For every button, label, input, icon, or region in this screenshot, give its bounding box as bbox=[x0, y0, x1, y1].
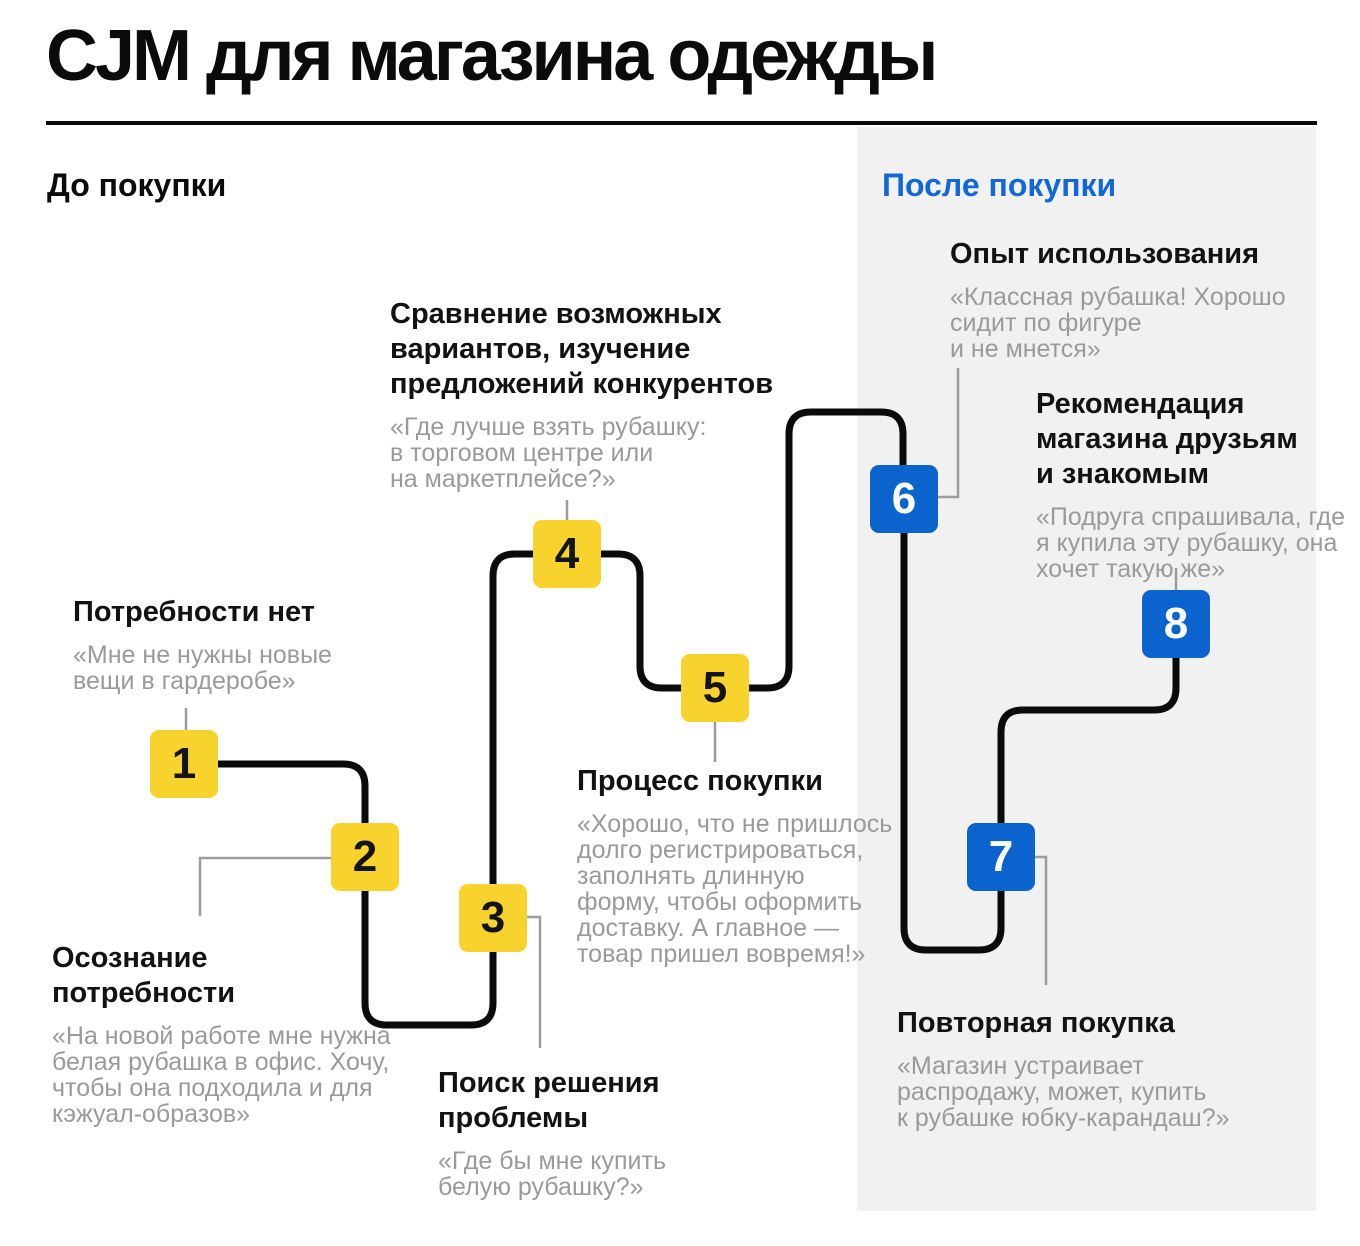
step-2-label-block: Осознание потребности «На новой работе м… bbox=[52, 941, 391, 1127]
step-number-4: 4 bbox=[554, 529, 580, 578]
step-number-2: 2 bbox=[352, 832, 378, 881]
step-7-title: Повторная покупка bbox=[897, 1007, 1175, 1039]
step-marker-6: 6 bbox=[870, 465, 938, 533]
step-2-title: Осознание потребности bbox=[52, 942, 236, 1009]
after-purchase-panel bbox=[857, 127, 1316, 1211]
step-marker-3: 3 bbox=[459, 884, 527, 952]
step-number-8: 8 bbox=[1163, 599, 1189, 648]
step-4-label-block: Сравнение возможных вариантов, изучение … bbox=[390, 297, 773, 492]
step-4-title: Сравнение возможных вариантов, изучение … bbox=[390, 298, 774, 400]
path-step7-to-step8 bbox=[997, 657, 1180, 824]
step-1-title: Потребности нет bbox=[73, 596, 315, 628]
step-number-7: 7 bbox=[988, 832, 1014, 881]
step-3-title: Поиск решения проблемы bbox=[438, 1067, 660, 1134]
step-number-1: 1 bbox=[171, 739, 197, 788]
path-step4-to-step5 bbox=[600, 550, 682, 692]
step-marker-7: 7 bbox=[967, 823, 1035, 891]
step-5-label-block: Процесс покупки «Хорошо, что не пришлось… bbox=[577, 764, 892, 967]
step-6-quote: «Классная рубашка! Хорошо сидит по фигур… bbox=[950, 283, 1286, 363]
section-label-before-purchase: До покупки bbox=[47, 167, 227, 203]
step-7-quote: «Магазин устраивает распродажу, может, к… bbox=[897, 1052, 1230, 1132]
connector-step2-label bbox=[198, 856, 333, 916]
path-step2-to-step3 bbox=[361, 891, 497, 1029]
step-number-6: 6 bbox=[891, 474, 917, 523]
step-8-label-block: Рекомендация магазина друзьям и знакомым… bbox=[1036, 387, 1345, 582]
connector-step6-label bbox=[935, 368, 960, 499]
step-1-label-block: Потребности нет «Мне не нужны новые вещи… bbox=[73, 595, 332, 694]
step-5-quote: «Хорошо, что не пришлось долго регистрир… bbox=[577, 810, 893, 968]
step-4-quote: «Где лучше взять рубашку: в торговом цен… bbox=[390, 413, 707, 493]
step-6-label-block: Опыт использования «Классная рубашка! Хо… bbox=[950, 237, 1286, 362]
step-2-quote: «На новой работе мне нужна белая рубашка… bbox=[52, 1022, 391, 1128]
step-3-label-block: Поиск решения проблемы «Где бы мне купит… bbox=[438, 1066, 666, 1200]
step-marker-8: 8 bbox=[1142, 590, 1210, 658]
step-1-quote: «Мне не нужны новые вещи в гардеробе» bbox=[73, 641, 332, 695]
step-marker-2: 2 bbox=[331, 823, 399, 891]
connector-step7-label bbox=[1032, 855, 1048, 985]
step-8-quote: «Подруга спрашивала, где я купила эту ру… bbox=[1036, 503, 1345, 583]
step-8-title: Рекомендация магазина друзьям и знакомым bbox=[1036, 388, 1298, 490]
path-step3-to-step4 bbox=[489, 550, 534, 885]
title-divider bbox=[46, 121, 1317, 125]
step-marker-4: 4 bbox=[533, 520, 601, 588]
path-step6-to-step7 bbox=[900, 532, 1005, 954]
step-3-quote: «Где бы мне купить белую рубашку?» bbox=[438, 1147, 666, 1201]
step-marker-5: 5 bbox=[681, 654, 749, 722]
step-7-label-block: Повторная покупка «Магазин устраивает ра… bbox=[897, 1006, 1230, 1131]
section-label-after-purchase: После покупки bbox=[882, 167, 1117, 203]
connector-step3-label bbox=[525, 915, 542, 1048]
path-step5-to-step6 bbox=[748, 408, 907, 692]
step-6-title: Опыт использования bbox=[950, 238, 1260, 270]
page-title: CJM для магазина одежды bbox=[46, 16, 938, 96]
step-number-5: 5 bbox=[702, 663, 728, 712]
step-number-3: 3 bbox=[480, 893, 506, 942]
step-marker-1: 1 bbox=[150, 730, 218, 798]
path-step1-to-step2 bbox=[218, 760, 369, 824]
step-5-title: Процесс покупки bbox=[577, 765, 823, 797]
